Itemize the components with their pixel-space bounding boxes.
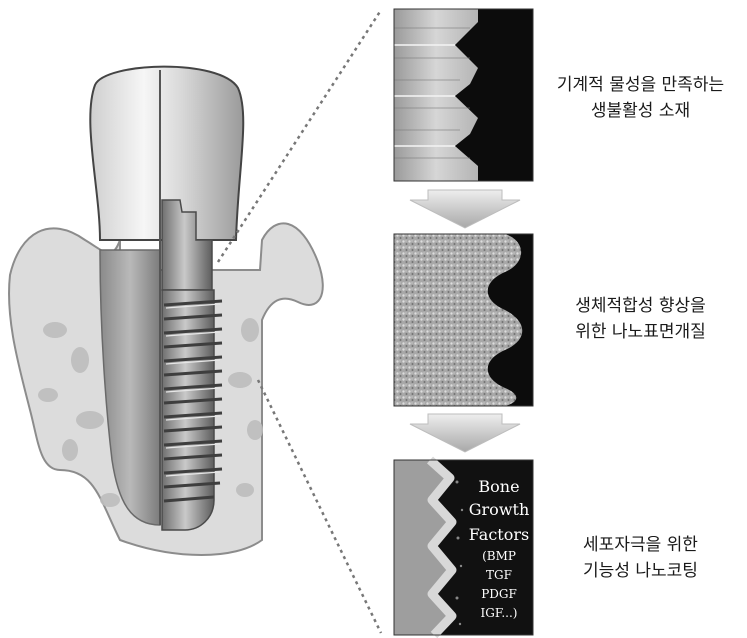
caption-stage-1: 기계적 물성을 만족하는 생불활성 소재 <box>536 72 745 124</box>
panel-label-line4: (BMP <box>482 549 516 563</box>
panel-bioinert-material <box>394 9 533 181</box>
panel-label-line5: TGF <box>486 568 512 582</box>
caption-stage-3: 세포자극을 위한 기능성 나노코팅 <box>536 532 745 584</box>
caption-stage-2-line2: 위한 나노표면개질 <box>536 319 745 345</box>
panel-label-line1: Bone <box>478 477 519 496</box>
implant-illustration <box>9 67 323 555</box>
panel-label-line7: IGF...) <box>481 606 518 620</box>
caption-stage-2-line1: 생체적합성 향상을 <box>536 293 745 319</box>
caption-stage-3-line2: 기능성 나노코팅 <box>536 558 745 584</box>
caption-stage-1-line2: 생불활성 소재 <box>536 98 745 124</box>
panel-label-line3: Factors <box>469 525 529 544</box>
implant-body <box>162 290 214 530</box>
panel-label-line2: Growth <box>469 500 530 519</box>
panel-nano-surface <box>394 234 533 406</box>
caption-stage-2: 생체적합성 향상을 위한 나노표면개질 <box>536 293 745 345</box>
caption-stage-1-line1: 기계적 물성을 만족하는 <box>536 72 745 98</box>
caption-stage-3-line1: 세포자극을 위한 <box>536 532 745 558</box>
down-arrow-2 <box>410 414 520 452</box>
panel-label-line6: PDGF <box>481 587 517 601</box>
implant-threads <box>164 301 222 501</box>
zoom-line-bottom <box>258 380 381 633</box>
panel-functional-coating: Bone Growth Factors (BMP TGF PDGF IGF...… <box>394 460 533 635</box>
down-arrow-1 <box>410 190 520 228</box>
